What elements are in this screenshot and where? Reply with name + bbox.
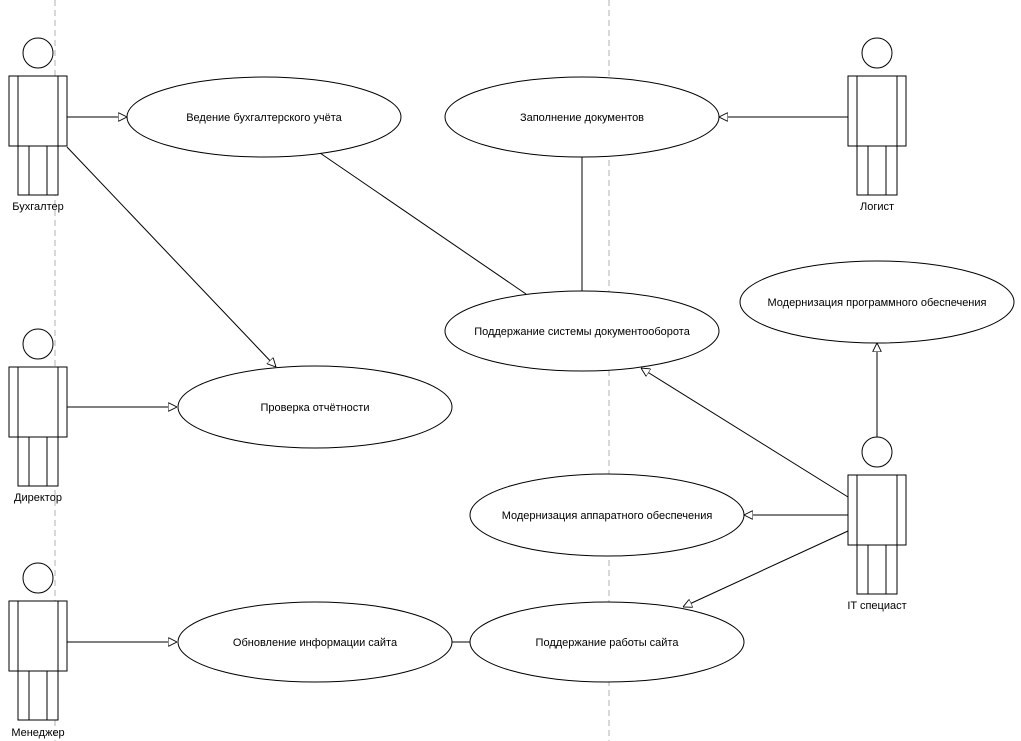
- actor-it-label: IT специаст: [847, 600, 906, 612]
- actor-manager: [8, 562, 68, 721]
- actor-logist-label: Логист: [860, 201, 894, 213]
- usecase-doc-system-label: Поддержание системы документооборота: [474, 326, 691, 338]
- assoc-accountant-reports: [66, 146, 276, 367]
- usecase-doc-system: [444, 290, 720, 372]
- usecase-accounting-label: Ведение бухгалтерского учёта: [186, 112, 342, 124]
- assoc-accounting-docsystem: [319, 152, 527, 295]
- actor-director: [8, 328, 68, 487]
- usecase-site-support-label: Поддержание работы сайта: [536, 637, 680, 649]
- usecase-hardware-label: Модернизация аппаратного обеспечения: [502, 510, 713, 522]
- actor-director-label: Директор: [14, 492, 62, 504]
- usecase-reports: [177, 365, 453, 449]
- actor-logist-body: [847, 75, 907, 196]
- actor-accountant-body: [8, 75, 68, 196]
- actor-accountant: [8, 37, 68, 196]
- actor-logist: [847, 37, 907, 196]
- usecase-software-label: Модернизация программного обеспечения: [767, 297, 986, 309]
- usecase-site-support: [469, 601, 745, 683]
- actor-it-body: [847, 474, 907, 595]
- actor-logist-head: [861, 37, 893, 69]
- actor-accountant-label: Бухгалтер: [12, 201, 63, 213]
- actor-director-head: [22, 328, 54, 360]
- usecase-site-update-label: Обновление информации сайта: [233, 637, 398, 649]
- usecase-accounting: [126, 76, 402, 158]
- usecase-fill-docs-label: Заполнение документов: [520, 112, 644, 124]
- usecase-site-update: [177, 601, 453, 683]
- assoc-it-sitesupport: [683, 530, 849, 607]
- usecase-software: [739, 260, 1015, 344]
- actor-director-body: [8, 366, 68, 487]
- actor-accountant-head: [22, 37, 54, 69]
- actor-manager-body: [8, 600, 68, 721]
- usecase-hardware: [469, 473, 745, 557]
- assoc-it-docsystem: [641, 368, 849, 498]
- usecase-fill-docs: [444, 76, 720, 158]
- usecase-reports-label: Проверка отчётности: [260, 402, 369, 414]
- actor-it-head: [861, 436, 893, 468]
- actor-manager-label: Менеджер: [11, 727, 64, 739]
- actor-manager-head: [22, 562, 54, 594]
- actor-it: [847, 436, 907, 595]
